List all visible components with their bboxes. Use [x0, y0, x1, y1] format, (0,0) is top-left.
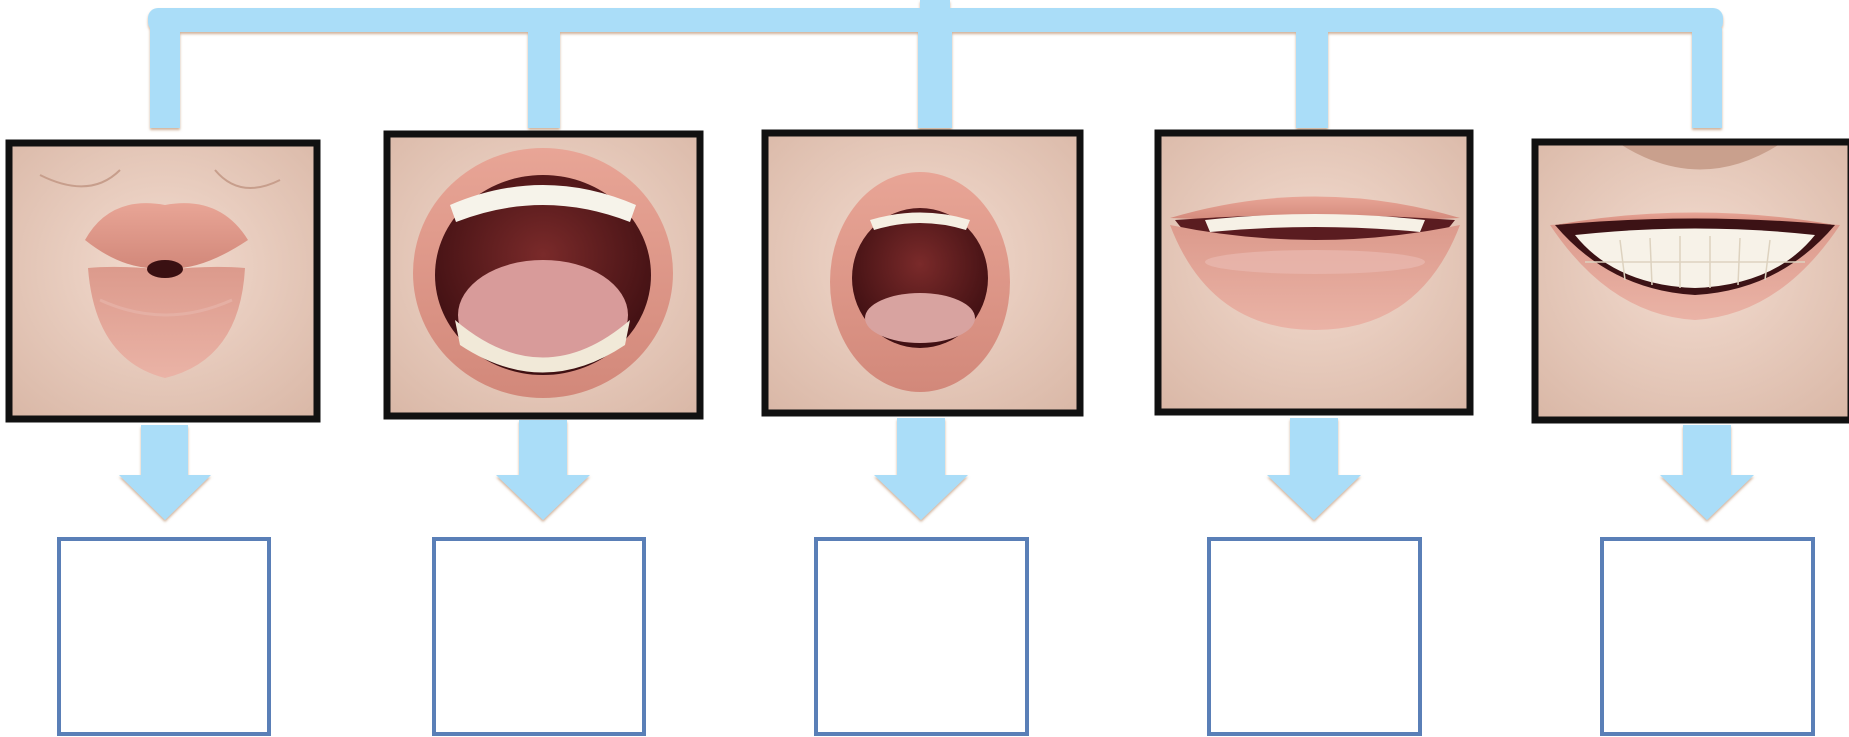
- answer-boxes: [59, 539, 1813, 734]
- down-arrow-icon: [874, 418, 968, 520]
- answer-box-2[interactable]: [434, 539, 644, 734]
- connector-drop-5: [1692, 28, 1722, 128]
- round-open-mouth-icon: [830, 172, 1010, 392]
- answer-box-5[interactable]: [1602, 539, 1813, 734]
- down-arrow-icon: [119, 425, 211, 520]
- down-arrow-icon: [496, 420, 590, 520]
- photo-frame-2: [387, 134, 700, 416]
- connector-drop-2: [528, 28, 560, 128]
- connector-drop-1: [150, 28, 180, 128]
- connector-drop-3: [918, 28, 952, 128]
- arrows: [119, 418, 1754, 520]
- connector-tree: [148, 0, 1723, 128]
- answer-box-3[interactable]: [816, 539, 1027, 734]
- answer-box-4[interactable]: [1209, 539, 1420, 734]
- connector-drop-4: [1296, 28, 1328, 128]
- photo-frame-5: [1535, 142, 1849, 420]
- photo-frame-3: [765, 133, 1080, 413]
- wide-open-mouth-icon: [413, 148, 673, 398]
- photo-frame-1: [9, 143, 317, 419]
- down-arrow-icon: [1660, 425, 1754, 520]
- connector-stem-top: [920, 0, 950, 20]
- down-arrow-icon: [1267, 418, 1361, 520]
- answer-box-1[interactable]: [59, 539, 269, 734]
- photo-frame-4: [1158, 133, 1470, 412]
